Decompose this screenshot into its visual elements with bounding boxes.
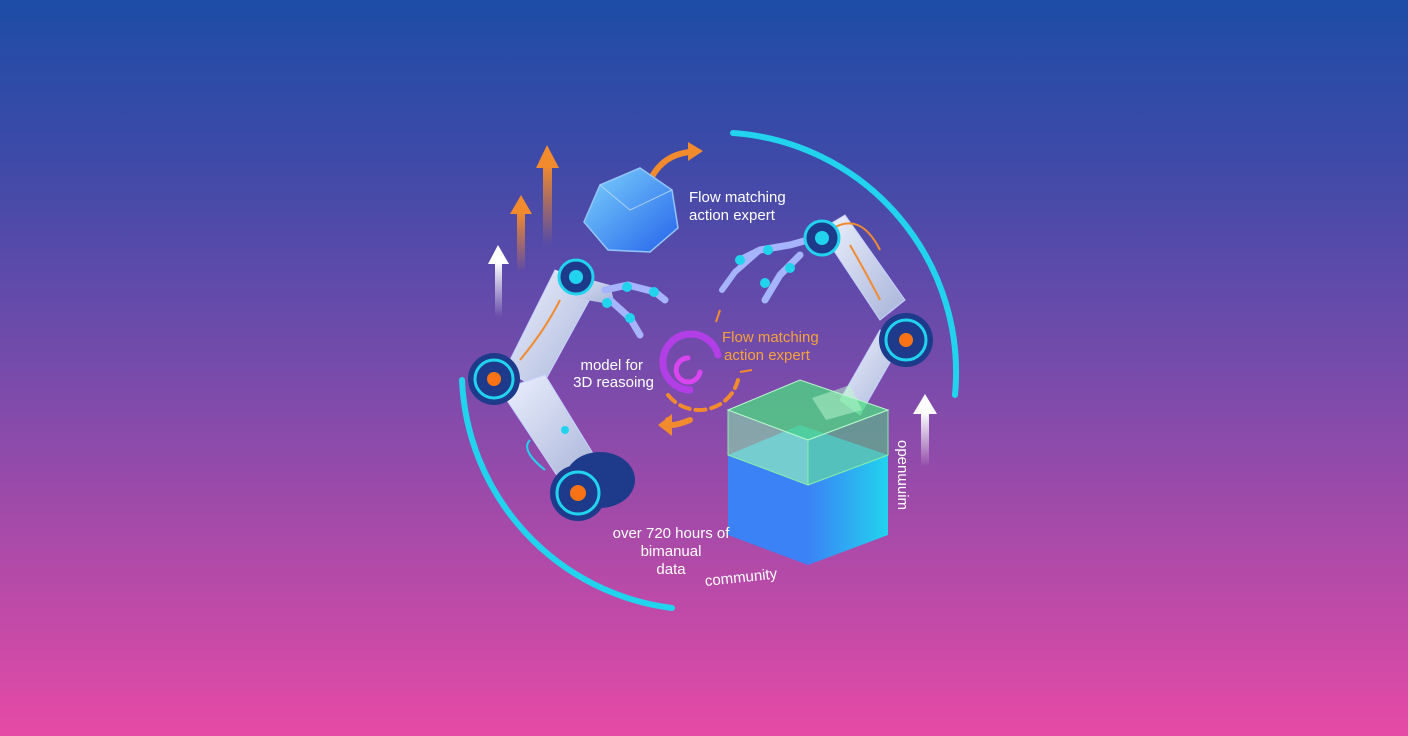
model-label-line2: 3D reasoing: [573, 374, 654, 391]
robot-arm-right: [719, 214, 933, 416]
flow-center-label-line1: Flow matching: [722, 329, 819, 346]
hours-label-line1: over 720 hours of: [612, 525, 730, 542]
open-label: openɯuim: [894, 440, 911, 511]
brain-icon: [583, 167, 679, 253]
hours-label-line2: bimanual: [640, 543, 702, 560]
robot-arm-left: [468, 258, 669, 521]
hours-label-line3: data: [656, 561, 686, 578]
arrow-up-icon: [488, 145, 559, 317]
flow-top-label-line2: action expert: [689, 207, 775, 224]
ring-arc: [459, 130, 960, 611]
data-cube-icon: [726, 379, 890, 565]
arrow-up-icon: [913, 394, 937, 467]
flow-center-label-line2: action expert: [724, 347, 810, 364]
swirl-icon: [658, 309, 753, 436]
flow-top-label-line1: Flow matching: [689, 189, 786, 206]
model-label-line1: model for: [580, 357, 643, 374]
